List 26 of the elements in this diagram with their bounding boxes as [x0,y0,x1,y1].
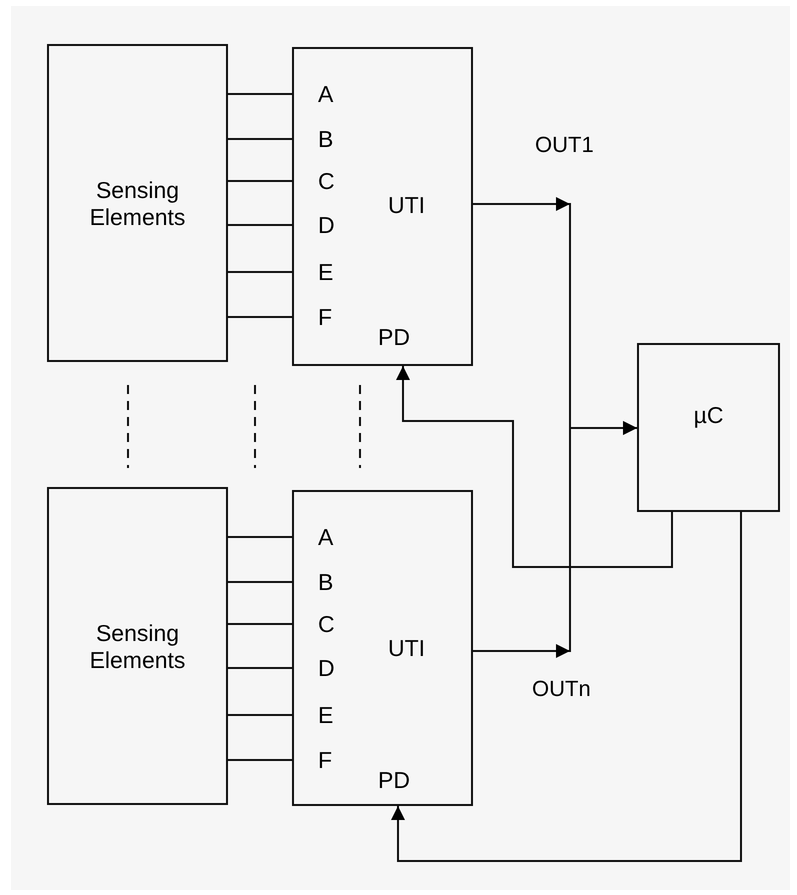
pin-label: PD [378,767,410,793]
pin-label: C [318,611,335,637]
pin-label: D [318,655,335,681]
edge-label: OUT1 [535,132,594,158]
pin-label: B [318,569,334,595]
block-box [47,44,228,362]
pin-label: E [318,702,334,728]
chip-box [292,490,473,806]
pin-label: D [318,212,335,238]
pin-label: B [318,126,334,152]
pin-label: A [318,524,334,550]
block-box [637,343,780,512]
block-name: UTI [388,192,426,218]
pin-label: F [318,747,332,773]
pin-label: E [318,259,334,285]
pin-label: F [318,304,332,330]
pin-label: A [318,81,334,107]
block-box [47,487,228,805]
block-name: µC [692,402,724,428]
block-name: Sensing Elements [88,177,186,231]
block-name: Sensing Elements [88,620,186,674]
chip-box [292,47,473,366]
pin-label: PD [378,324,410,350]
edge-label: OUTn [532,676,591,702]
block-name: UTI [388,635,426,661]
pin-label: C [318,168,335,194]
